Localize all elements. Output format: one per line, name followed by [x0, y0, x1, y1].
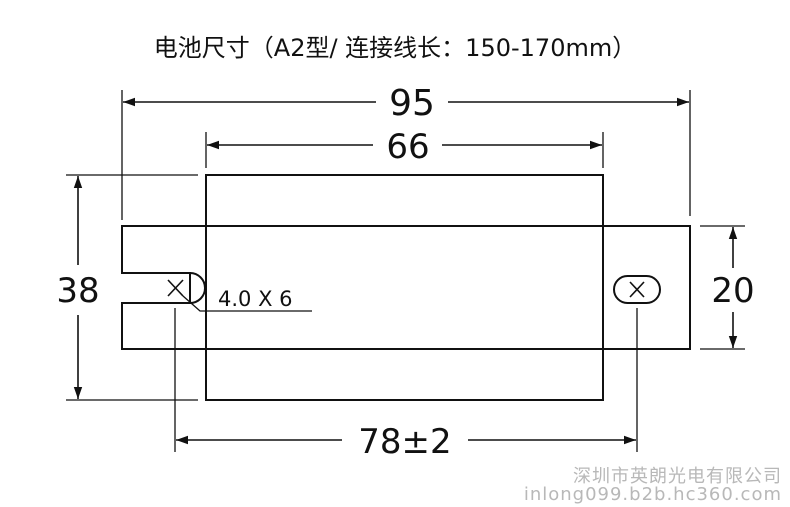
drawing-title: 电池尺寸（A2型/ 连接线长：150-170mm） — [153, 34, 637, 62]
dimension-lines — [73, 97, 738, 445]
mounting-flange — [121, 225, 691, 350]
dim-flange-height: 20 — [711, 271, 754, 311]
dim-body-width: 66 — [386, 127, 429, 167]
extension-lines — [66, 90, 745, 452]
dim-hole-spacing: 78±2 — [358, 422, 451, 462]
dim-overall-width: 95 — [389, 83, 435, 124]
slot-size-callout: 4.0 X 6 — [218, 287, 293, 311]
dim-overall-height: 38 — [56, 271, 99, 311]
right-oblong-hole — [613, 275, 661, 304]
battery-body — [205, 174, 604, 401]
left-slot-cross-icon — [167, 279, 184, 297]
watermark-company: 深圳市英朗光电有限公司 — [573, 466, 782, 487]
right-hole-cross-icon — [629, 281, 645, 298]
watermark-site: inlong099.b2b.hc360.com — [523, 484, 782, 505]
slot-leader-line — [182, 295, 312, 312]
slot-round-end — [189, 272, 206, 304]
